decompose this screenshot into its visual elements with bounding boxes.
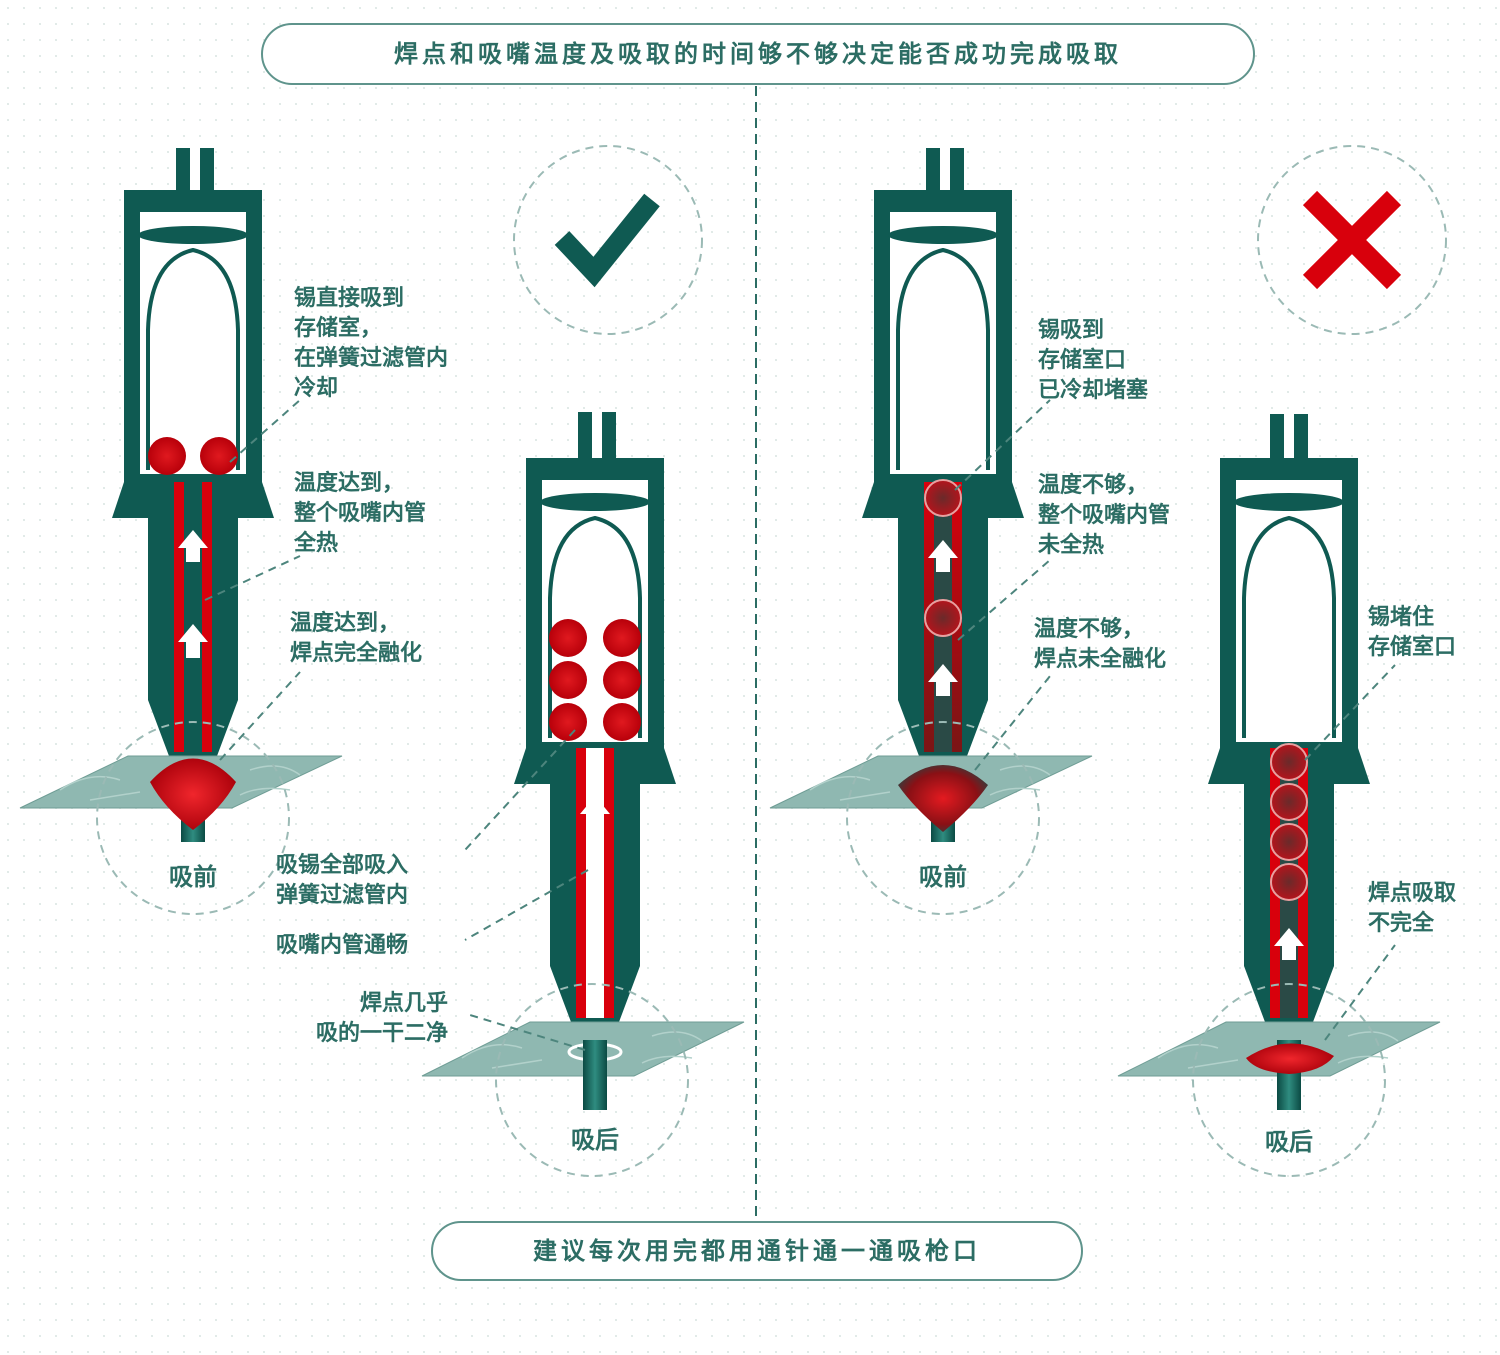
note-line: 温度不够， (1038, 472, 1148, 498)
note-cooled-block: 锡吸到 存储室口 已冷却堵塞 (1038, 318, 1149, 403)
note-line: 存储室， (294, 315, 382, 341)
note-line: 温度达到， (294, 470, 404, 496)
note-line: 整个吸嘴内管 (294, 500, 426, 526)
success-after-caption: 吸后 (571, 1126, 619, 1154)
pcb-failure-before: 吸前 (769, 721, 1093, 915)
note-line: 焊点吸取 (1368, 880, 1456, 906)
gun-success-before (112, 148, 274, 780)
note-line: 焊点几乎 (360, 990, 448, 1016)
failure-mark (1257, 145, 1447, 335)
note-line: 存储室口 (1038, 347, 1126, 373)
note-line: 在弹簧过滤管内 (294, 345, 448, 371)
note-line: 焊点未全融化 (1034, 646, 1166, 672)
gun-failure-after (1208, 414, 1370, 1046)
note-line: 锡直接吸到 (294, 285, 404, 311)
gun-success-after (514, 412, 676, 1046)
note-line: 温度达到， (290, 610, 400, 636)
note-block-entry: 锡堵住 存储室口 (1368, 604, 1456, 660)
note-joint-clean: 焊点几乎 吸的一干二净 (316, 990, 448, 1046)
note-line: 锡堵住 (1368, 604, 1434, 630)
note-line: 全热 (293, 530, 338, 556)
note-line: 吸的一干二净 (316, 1020, 448, 1046)
check-icon (554, 193, 660, 288)
page-title: 焊点和吸嘴温度及吸取的时间够不够决定能否成功完成吸取 (394, 40, 1122, 68)
note-line: 不完全 (1368, 910, 1435, 936)
note-incomplete: 焊点吸取 不完全 (1368, 880, 1456, 936)
pcb-failure-after: 吸后 (1117, 983, 1441, 1177)
note-line: 存储室口 (1368, 634, 1456, 660)
note-line: 焊点完全融化 (290, 640, 422, 666)
note-line: 温度不够， (1034, 616, 1144, 642)
note-line: 吸锡全部吸入 (276, 852, 408, 878)
note-line: 弹簧过滤管内 (276, 882, 408, 908)
note-nozzle-cold: 温度不够， 整个吸嘴内管 未全热 (1038, 472, 1170, 558)
success-mark (513, 145, 703, 335)
leader-lines-success (204, 399, 589, 1051)
success-before-caption: 吸前 (169, 863, 217, 891)
note-tube-clear: 吸嘴内管通畅 (276, 932, 408, 958)
note-chamber: 锡直接吸到 存储室， 在弹簧过滤管内 冷却 (294, 285, 448, 401)
note-line: 吸嘴内管通畅 (276, 932, 408, 958)
footer-tip: 建议每次用完都用通针通一通吸枪口 (533, 1237, 981, 1265)
note-line: 冷却 (294, 375, 338, 401)
note-line: 已冷却堵塞 (1038, 377, 1149, 403)
note-line: 整个吸嘴内管 (1038, 502, 1170, 528)
note-line: 未全热 (1038, 532, 1104, 558)
cross-icon (1302, 190, 1402, 290)
gun-failure-before (862, 148, 1024, 780)
failure-after-caption: 吸后 (1265, 1128, 1313, 1156)
note-joint-unmelted: 温度不够， 焊点未全融化 (1034, 616, 1166, 672)
failure-before-caption: 吸前 (919, 863, 967, 891)
note-line: 锡吸到 (1038, 318, 1104, 343)
note-joint-melt: 温度达到， 焊点完全融化 (290, 610, 422, 666)
title-banner: 焊点和吸嘴温度及吸取的时间够不够决定能否成功完成吸取 (261, 23, 1255, 85)
leader-lines-failure (954, 399, 1396, 1041)
footer-banner: 建议每次用完都用通针通一通吸枪口 (431, 1221, 1083, 1281)
pcb-success-before: 吸前 (19, 721, 343, 915)
note-all-sucked: 吸锡全部吸入 弹簧过滤管内 (276, 852, 408, 908)
note-nozzle-heat: 温度达到， 整个吸嘴内管 全热 (293, 470, 426, 556)
